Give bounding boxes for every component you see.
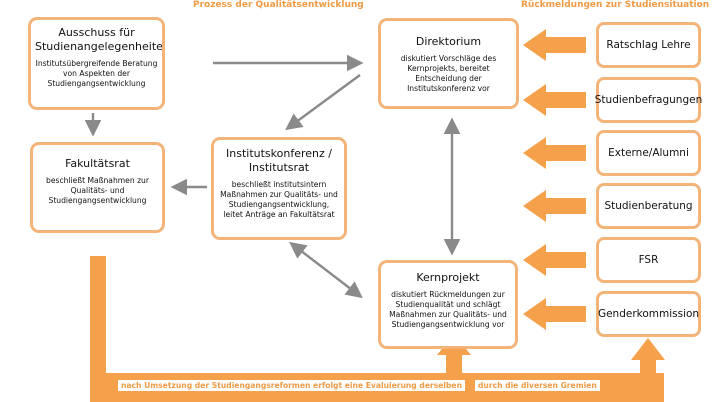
header-process: Prozess der Qualitätsentwicklung [193, 0, 364, 10]
source-arrows [523, 29, 586, 330]
box-ausschuss-body: Institutsübergreifende Beratung von Aspe… [35, 59, 158, 88]
box-kernprojekt-body: diskutiert Rückmeldungen zur Studienqual… [389, 290, 507, 329]
box-direktorium-title: Direktorium [415, 35, 482, 48]
orange-arrow-genderkommission [523, 298, 586, 330]
gray-arrow-direktorium-to-institutskonferenz [285, 74, 361, 131]
source-genderkommission: Genderkommission [596, 291, 701, 337]
box-kernprojekt: Kernprojekt diskutiert Rückmeldungen zur… [378, 260, 518, 349]
source-externe-alumni: Externe/Alumni [596, 130, 701, 176]
source-fsr: FSR [596, 237, 701, 283]
box-fakultaetsrat-body: beschließt Maßnahmen zur Qualitäts- und … [46, 176, 149, 205]
box-direktorium-body: diskutiert Vorschläge des Kernprojekts, … [400, 54, 497, 93]
loop-left-vertical [90, 256, 106, 402]
bottom-label-gremien: durch die diversen Gremien [475, 380, 600, 391]
box-fakultaetsrat: Fakultätsrat beschließt Maßnahmen zur Qu… [30, 142, 165, 233]
loop-kernprojekt-stem [446, 349, 462, 379]
box-direktorium: Direktorium diskutiert Vorschläge des Ke… [378, 18, 519, 109]
loop-right-arrowhead [631, 338, 665, 360]
source-ratschlag-lehre: Ratschlag Lehre [596, 22, 701, 68]
box-ausschuss: Ausschuss für Studienangelegenheiten Ins… [28, 17, 165, 110]
bottom-label-evaluation: nach Umsetzung der Studiengangsreformen … [118, 380, 465, 391]
box-institutskonferenz-title: Institutskonferenz / Institutsrat [226, 147, 332, 174]
box-fakultaetsrat-title: Fakultätsrat [65, 157, 130, 170]
orange-arrow-studienbefragungen [523, 84, 586, 116]
gray-arrow-institutskonferenz-kernprojekt [289, 241, 363, 299]
box-institutskonferenz-body: beschließt institutsintern Maßnahmen zur… [220, 180, 338, 219]
header-feedback: Rückmeldungen zur Studiensituation [521, 0, 710, 10]
box-ausschuss-title: Ausschuss für Studienangelegenheiten [35, 26, 165, 53]
orange-arrow-fsr [523, 244, 586, 276]
orange-arrow-ratschlag [523, 29, 586, 61]
source-studienberatung: Studienberatung [596, 183, 701, 229]
box-institutskonferenz: Institutskonferenz / Institutsrat beschl… [211, 137, 347, 240]
source-studienbefragungen: Studienbefragungen [595, 77, 702, 123]
orange-arrow-externe [523, 137, 586, 169]
loop-right-stem [640, 355, 656, 380]
orange-arrow-studienberatung [523, 190, 586, 222]
box-kernprojekt-title: Kernprojekt [416, 271, 480, 284]
